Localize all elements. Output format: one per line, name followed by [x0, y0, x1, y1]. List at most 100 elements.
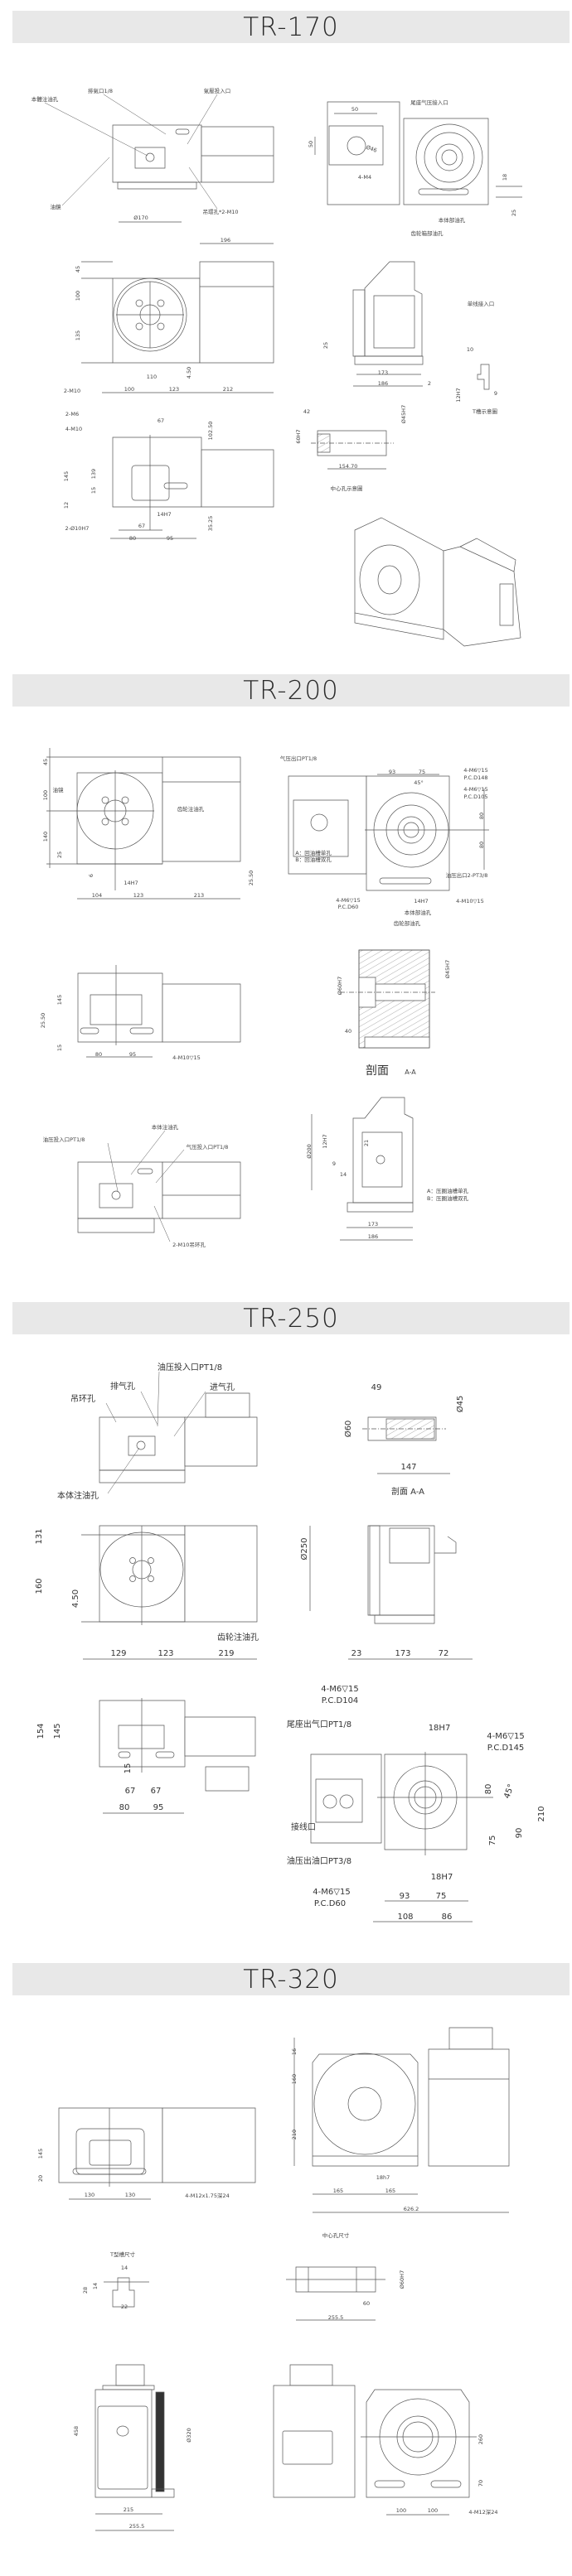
dimension-label: 75 [418, 768, 426, 775]
dimension-label: 25 [56, 851, 63, 859]
dimension-label: 18H7 [430, 1873, 453, 1882]
tr320-top-left-view [59, 2108, 255, 2199]
tr320-top-right-view [294, 2028, 509, 2212]
dimension-label: 剖面 A-A [390, 1488, 425, 1497]
dimension-label: 45° [414, 779, 424, 786]
dimension-label: 260 [477, 2434, 484, 2445]
dimension-label: 单线接入口 [467, 300, 495, 307]
dimension-label: 中心孔示意圖 [330, 485, 363, 492]
dimension-label: 131 [35, 1528, 44, 1545]
tr170-top-view [315, 102, 522, 205]
dimension-label: 213 [193, 891, 205, 899]
dimension-label: 129 [110, 1649, 127, 1658]
dimension-label: 210 [537, 1806, 546, 1822]
dimension-label: 165 [385, 2187, 396, 2194]
dimension-label: 12H7 [454, 388, 462, 403]
dimension-label: 28 [81, 2286, 89, 2294]
tr170-center-hole-view [311, 431, 394, 469]
dimension-label: 9 [332, 1160, 337, 1167]
dimension-label: 4-M10▽15 [172, 1054, 201, 1061]
dimension-label: 氣壓投入口 [203, 87, 231, 94]
dimension-label: Ø200 [305, 1144, 313, 1159]
dimension-label: 110 [146, 373, 158, 380]
dimension-label: 173 [377, 369, 389, 376]
dimension-label: 本体部油孔 [438, 216, 466, 224]
dimension-label: A：回油槽单孔 [295, 849, 332, 856]
dimension-label: 本體注油孔 [31, 95, 59, 103]
dimension-label: 140 [41, 831, 49, 842]
dimension-label: B：回油槽双孔 [295, 856, 332, 863]
dimension-label: 排氣口1/8 [88, 87, 113, 94]
tr320-bottom-right-view [274, 2365, 477, 2515]
tr250-side-view [99, 1372, 257, 1493]
dimension-label: 16 [290, 2048, 298, 2056]
dimension-label: 4-M12x1.75深24 [185, 2192, 230, 2199]
dimension-label: 100 [74, 290, 81, 301]
dimension-label: 14 [120, 2264, 128, 2271]
dimension-label: 173 [395, 1649, 411, 1658]
dimension-label: 4-M12深24 [468, 2508, 498, 2516]
dimension-label: 123 [168, 385, 180, 393]
dimension-label: 160 [35, 1578, 44, 1594]
dimension-label: 2-Ø10H7 [65, 524, 90, 532]
dimension-label: 147 [400, 1463, 417, 1472]
dimension-label: Ø60 [344, 1420, 353, 1438]
dimension-label: 104 [91, 891, 103, 899]
dimension-label: 油压出口2-PT3/8 [445, 871, 488, 879]
dimension-label: 气压投入口PT1/8 [186, 1143, 229, 1151]
dimension-label: 2 [427, 379, 432, 387]
dimension-label: 4-M10 [65, 425, 83, 432]
dimension-label: 72 [438, 1649, 449, 1658]
dimension-label: 齿轮部油孔 [393, 919, 421, 927]
tr320-center-hole [286, 2267, 385, 2320]
dimension-label: P.C.D60 [337, 903, 359, 910]
dimension-label: 67 [124, 1787, 136, 1796]
section-title: TR-200 [243, 675, 339, 706]
dimension-label: 21 [362, 1139, 370, 1147]
dimension-label: 145 [62, 470, 70, 482]
dimension-label: 2-M10 [63, 387, 81, 394]
tr200-side-view [78, 1131, 240, 1242]
dimension-label: 255.5 [327, 2313, 344, 2321]
dimension-label: 90 [515, 1827, 524, 1839]
dimension-label: T型槽尺寸 [110, 2250, 135, 2258]
dimension-label: 70 [477, 2479, 484, 2487]
dimension-label: 215 [123, 2506, 134, 2513]
dimension-label: P.C.D105 [463, 793, 488, 800]
section-header-tr320: TR-320 [12, 1963, 570, 1995]
dimension-label: 100 [395, 2506, 407, 2514]
tr170-front-view [81, 262, 274, 393]
tr200-right-view [288, 774, 489, 890]
dimension-label: 15 [124, 1763, 133, 1774]
dimension-label: 14 [339, 1170, 347, 1178]
tr200-front-view [46, 748, 240, 899]
dimension-label: 齿轮注油孔 [217, 1633, 259, 1643]
dimension-label: 196 [220, 236, 231, 244]
dimension-label: 102.50 [206, 421, 214, 441]
tr250-front-view [81, 1526, 257, 1659]
dimension-label: 186 [367, 1233, 379, 1240]
dimension-label: 50 [351, 105, 359, 113]
dimension-label: 2-M6 [65, 410, 80, 417]
dimension-label: 626.2 [403, 2205, 419, 2212]
dimension-label: 吊环孔 [70, 1395, 95, 1404]
dimension-label: 67 [150, 1787, 162, 1796]
section-header-tr250: TR-250 [12, 1302, 570, 1334]
dimension-label: 255.5 [128, 2522, 145, 2530]
dimension-label: Ø60H7 [336, 976, 343, 996]
dimension-label: Ø45 [456, 1395, 465, 1413]
dimension-label: Ø45H7 [400, 404, 407, 424]
dimension-label: B：压圈油槽双孔 [427, 1194, 468, 1202]
dimension-label: 4-M10▽15 [456, 897, 484, 904]
dimension-label: 95 [153, 1803, 164, 1812]
tr170-plan-view [110, 435, 274, 538]
dimension-label: 本体部油孔 [404, 909, 432, 916]
dimension-label: 80 [128, 534, 137, 542]
dimension-label: 油镜 [52, 786, 64, 794]
dimension-label: 80 [477, 841, 485, 849]
tr200-right-side-view [312, 1097, 413, 1240]
dimension-label: 接线口 [291, 1823, 316, 1832]
dimension-label: 14 [91, 2282, 99, 2290]
dimension-label: 139 [90, 468, 97, 480]
